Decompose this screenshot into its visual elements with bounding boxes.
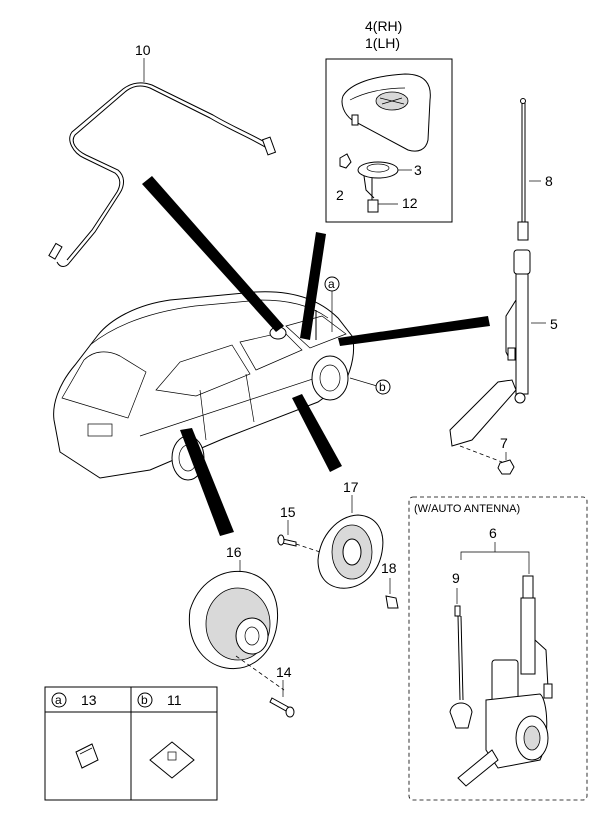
legend-cell-a: a 13 [51, 692, 99, 769]
callout-15: 15 [280, 504, 296, 520]
auto-antenna-title: (W/AUTO ANTENNA) [414, 503, 520, 515]
svg-text:a: a [328, 277, 335, 291]
auto-antenna-box: (W/AUTO ANTENNA) [408, 496, 588, 801]
callout-10: 10 [135, 42, 151, 58]
callout-5: 5 [550, 316, 558, 332]
speaker-part-17 [317, 495, 384, 589]
callout-2: 2 [336, 187, 344, 203]
clip-part-18 [385, 578, 399, 609]
antenna-cable-part-10 [48, 58, 277, 267]
callout-8: 8 [545, 173, 553, 189]
legend-table: a 13 b 11 [44, 686, 218, 801]
callout-7: 7 [500, 435, 508, 451]
antenna-mast-part-8 [517, 98, 541, 241]
legend-marker-a: a [55, 693, 62, 707]
callout-12: 12 [402, 195, 418, 211]
screw-part-14 [269, 680, 295, 718]
callout-4-rh: 4(RH) [365, 18, 402, 34]
callout-17: 17 [343, 479, 359, 495]
legend-marker-b: b [141, 693, 148, 707]
callout-3: 3 [414, 162, 422, 178]
callout-16: 16 [226, 544, 242, 560]
marker-a: a [324, 276, 340, 332]
marker-b: b [349, 377, 391, 395]
legend-cell-b: b 11 [137, 692, 195, 779]
leader-wedges [142, 176, 490, 536]
callout-14: 14 [276, 664, 292, 680]
callout-1-lh: 1(LH) [365, 35, 400, 51]
callout-6: 6 [489, 525, 497, 541]
legend-part-13: 13 [81, 692, 97, 708]
svg-text:b: b [379, 380, 386, 394]
callout-9: 9 [452, 570, 460, 586]
callout-18: 18 [381, 560, 397, 576]
legend-part-11: 11 [167, 692, 182, 708]
speaker-part-16 [188, 560, 285, 691]
screw-part-15 [277, 520, 321, 553]
antenna-body-part-5 [449, 249, 546, 463]
nut-part-7 [497, 452, 515, 475]
roof-antenna-detail-box [325, 58, 453, 223]
